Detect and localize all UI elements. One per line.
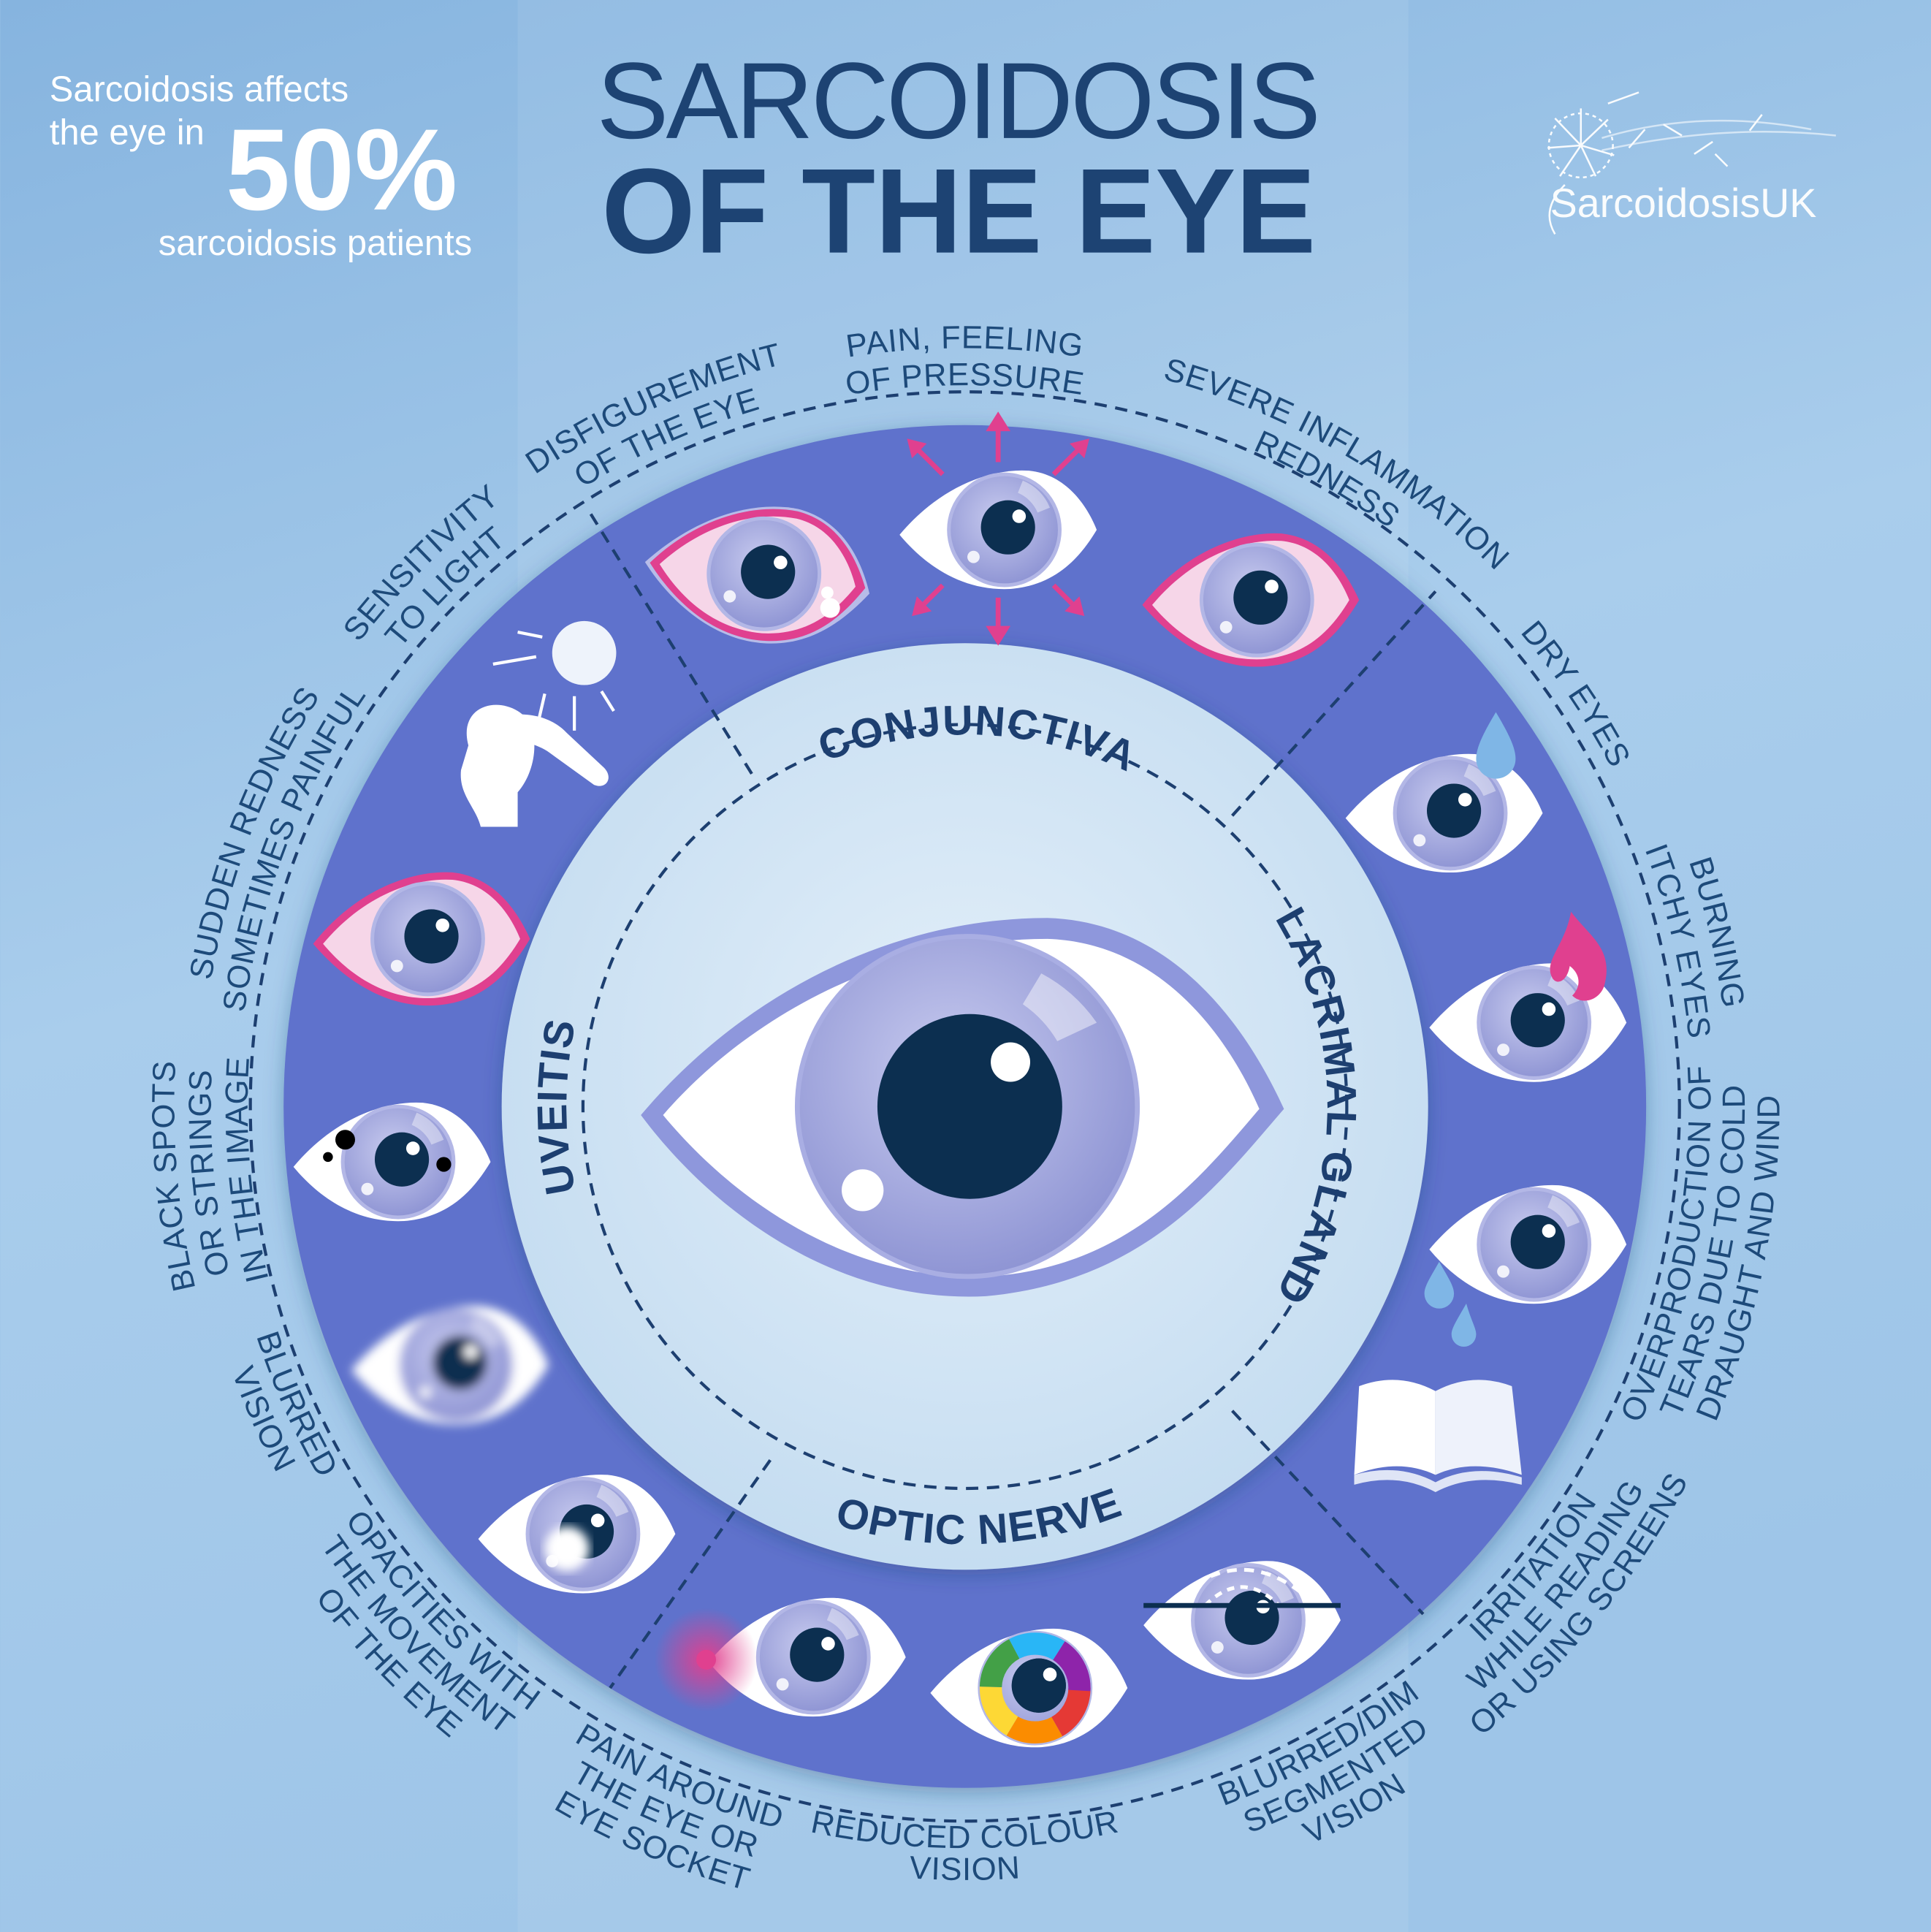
dry-eye-icon	[1346, 712, 1543, 872]
symptom-icons	[294, 411, 1626, 1747]
inner-dashed-circle	[581, 723, 1349, 1491]
pressure-eye-icon	[899, 411, 1097, 646]
colour-vision-eye-icon	[930, 1629, 1127, 1747]
divider-lacrimal-optic	[1231, 1410, 1425, 1616]
disfigured-eye-icon	[636, 489, 880, 658]
segmented-vision-eye-icon	[1143, 1561, 1341, 1679]
stat-line-1: Sarcoidosis affects	[50, 69, 349, 109]
title-line-1: SARCOIDOSIS	[596, 41, 1321, 161]
sarcoidosis-uk-logo: SarcoidosisUK	[1547, 91, 1836, 235]
socket-pain-eye-icon	[654, 1598, 906, 1716]
opacity-eye-icon	[479, 1475, 676, 1593]
droplet-icon	[1476, 712, 1516, 779]
title-line-2: OF THE EYE	[601, 144, 1316, 279]
divider-optic-uveitis	[609, 1458, 772, 1689]
section-dividers	[587, 510, 1437, 1689]
book-icon	[1354, 1380, 1522, 1493]
central-eye-illustration	[641, 918, 1284, 1297]
sun-icon	[552, 620, 617, 685]
burning-eye-icon	[1429, 911, 1626, 1082]
light-sensitivity-icon	[460, 620, 617, 827]
flame-icon	[1550, 911, 1607, 1001]
tear-drop-icon	[1424, 1261, 1455, 1309]
black-spots-eye-icon	[294, 1103, 491, 1221]
divider-conjunctiva-lacrimal	[1231, 590, 1437, 817]
divider-uveitis-conjunctiva	[587, 510, 753, 775]
stat-percent: 50%	[226, 105, 457, 235]
stat-block: Sarcoidosis affects the eye in 50% sarco…	[50, 69, 472, 263]
stat-line-3: sarcoidosis patients	[159, 224, 472, 263]
pressure-arrows-icon	[907, 411, 1089, 646]
outer-dashed-circle	[248, 390, 1681, 1823]
page-title: SARCOIDOSIS OF THE EYE	[596, 41, 1321, 279]
dandelion-icon	[1547, 91, 1836, 235]
watery-eye-icon	[1424, 1185, 1627, 1347]
tear-drop-icon	[1451, 1304, 1477, 1347]
logo-text: SarcoidosisUK	[1550, 180, 1817, 226]
symptom-label-7-line-1-text: VISION	[908, 1849, 1021, 1887]
symptom-label-7-line-1: VISION	[908, 1849, 1021, 1887]
stat-line-2: the eye in	[50, 113, 205, 152]
person-shading-eyes-icon	[460, 704, 609, 827]
